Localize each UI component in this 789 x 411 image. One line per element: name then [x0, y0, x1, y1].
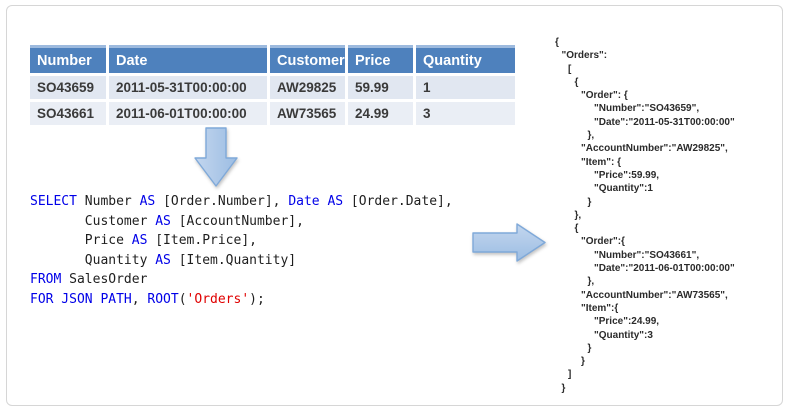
table-header-cell: Price — [348, 45, 413, 73]
sql-line: Price AS [Item.Price], — [30, 231, 453, 251]
sql-token: AS — [139, 194, 156, 209]
sql-token: ); — [249, 291, 265, 307]
table-cell: AW29825 — [270, 76, 345, 99]
table-cell: SO43659 — [30, 76, 106, 99]
down-arrow-icon — [194, 127, 238, 187]
sql-token: Number — [76, 194, 140, 209]
json-line: "Quantity":1 — [594, 183, 653, 195]
sql-token: Price — [30, 233, 132, 248]
json-line: "Order":{ — [581, 236, 625, 248]
json-line: "Quantity":3 — [594, 329, 653, 341]
table-cell: 1 — [416, 76, 515, 99]
sql-token: AS — [155, 213, 171, 229]
json-line: ] — [568, 369, 572, 381]
json-line: { — [574, 76, 579, 88]
sql-token: AS — [155, 252, 171, 268]
json-line: "Date":"2011-06-01T00:00:00" — [594, 263, 735, 275]
sql-token: [Item.Quantity] — [170, 252, 297, 268]
table-cell: 59.99 — [348, 76, 413, 99]
sql-token: ( — [178, 291, 187, 307]
json-line: } — [587, 196, 592, 208]
json-line: [ — [568, 63, 572, 75]
json-line: } — [587, 342, 592, 354]
sql-token: [AccountNumber], — [170, 213, 304, 229]
json-line: { — [555, 37, 559, 48]
json-line: "Number":"SO43661", — [594, 249, 700, 261]
right-arrow-icon — [472, 223, 546, 262]
sql-line: Customer AS [AccountNumber], — [30, 212, 453, 232]
table-cell: AW73565 — [270, 102, 345, 125]
json-line: }, — [587, 130, 595, 142]
sql-line: FOR JSON PATH, ROOT('Orders'); — [30, 290, 453, 310]
sql-line: FROM SalesOrder — [30, 270, 453, 290]
sql-token: FROM — [30, 272, 62, 287]
sql-token: [Order.Date], — [343, 194, 453, 209]
table-header-cell: Quantity — [416, 45, 515, 73]
table-header-cell: Customer — [270, 45, 345, 73]
sql-token: SalesOrder — [61, 272, 148, 287]
json-line: { — [574, 223, 579, 235]
sql-token: 'Orders' — [186, 291, 250, 307]
table-cell: 2011-05-31T00:00:00 — [109, 76, 267, 99]
sql-line: Quantity AS [Item.Quantity] — [30, 251, 453, 271]
sql-token: [Item.Price], — [147, 233, 257, 248]
table-cell: 2011-06-01T00:00:00 — [109, 102, 267, 125]
json-line: "Item":{ — [581, 302, 619, 314]
json-line: "AccountNumber":"AW29825", — [581, 143, 728, 155]
sql-token: Date — [288, 194, 320, 209]
json-line: "Date":"2011-05-31T00:00:00" — [594, 116, 735, 128]
table-cell: 3 — [416, 102, 515, 125]
table-cell: SO43661 — [30, 102, 106, 125]
table-cell: 24.99 — [348, 102, 413, 125]
json-line: "Number":"SO43659", — [594, 103, 700, 115]
json-output-code: {"Orders":[{"Order": {"Number":"SO43659"… — [555, 36, 735, 395]
json-line: "Price":24.99, — [594, 316, 660, 328]
sql-token: Quantity — [30, 252, 156, 268]
sql-token: ROOT — [147, 291, 179, 307]
json-line: } — [581, 356, 585, 368]
sql-token: , — [131, 291, 148, 307]
json-line: "Price":59.99, — [594, 169, 660, 181]
sql-query-code: SELECT Number AS [Order.Number], Date AS… — [30, 192, 453, 309]
json-line: }, — [587, 276, 595, 288]
sql-token: Customer — [30, 213, 156, 229]
sql-token: SELECT — [30, 194, 77, 209]
table-header-cell: Number — [30, 45, 106, 73]
sql-token: AS — [327, 194, 344, 209]
json-line: "Item": { — [581, 156, 622, 168]
json-line: "Orders": — [561, 50, 608, 62]
sql-token: [Order.Number], — [155, 194, 289, 209]
json-line: } — [561, 382, 566, 394]
sql-token: AS — [131, 233, 148, 248]
json-line: "Order": { — [581, 90, 628, 102]
json-line: "AccountNumber":"AW73565", — [581, 289, 728, 301]
table-header-cell: Date — [109, 45, 267, 73]
json-line: }, — [574, 209, 582, 221]
sql-token: FOR JSON PATH — [30, 291, 132, 307]
sql-line: SELECT Number AS [Order.Number], Date AS… — [30, 192, 453, 212]
